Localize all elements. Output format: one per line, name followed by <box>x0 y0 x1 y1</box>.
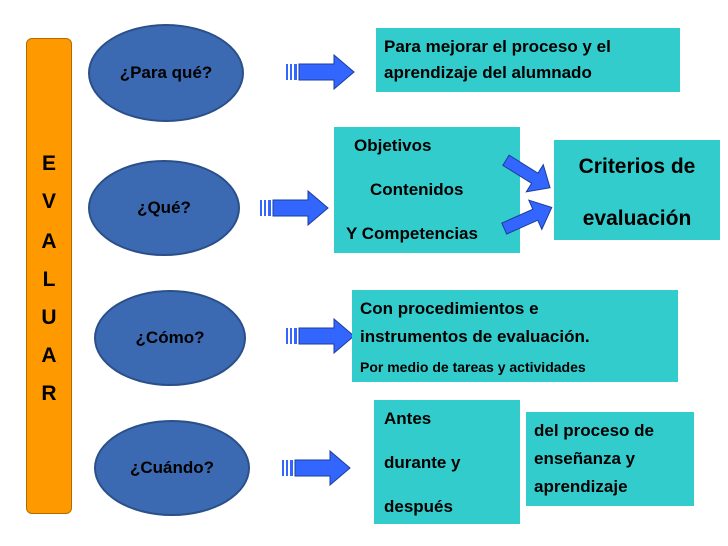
question-que-label: ¿Qué? <box>137 198 191 217</box>
answer-line: después <box>384 497 453 516</box>
answer-cuando-extra-box: del proceso de enseñanza y aprendizaje <box>526 412 694 506</box>
answer-line: aprendizaje <box>534 477 628 496</box>
answer-cuando-box: Antes durante y después <box>374 400 520 524</box>
question-cuando: ¿Cuándo? <box>94 420 250 516</box>
arrow-right-icon <box>286 54 355 90</box>
criterios-box: Criterios de evaluación <box>554 140 720 240</box>
answer-line: Para mejorar el proceso y el <box>384 37 611 56</box>
evaluar-letter: E <box>41 152 56 175</box>
evaluar-bar: E V A L U A R <box>26 38 72 514</box>
evaluar-letter: R <box>41 382 57 405</box>
question-cuando-label: ¿Cuándo? <box>129 458 215 477</box>
evaluar-letter: L <box>42 268 56 291</box>
answer-line: durante y <box>384 453 461 472</box>
answer-line: instrumentos de evaluación. <box>360 327 590 346</box>
evaluar-letter: U <box>41 306 57 329</box>
arrow-diagonal-up-icon <box>501 199 553 235</box>
answer-line: Y Competencias <box>346 224 478 243</box>
arrow-right-icon <box>260 190 329 226</box>
answer-line: del proceso de <box>534 421 654 440</box>
answer-que-box: Objetivos Contenidos Y Competencias <box>334 127 520 253</box>
question-para-que: ¿Para qué? <box>88 24 244 122</box>
question-para-que-label: ¿Para qué? <box>119 63 213 82</box>
answer-para-que-box: Para mejorar el proceso y el aprendizaje… <box>376 28 680 92</box>
answer-como-box: Con procedimientos e instrumentos de eva… <box>352 290 678 382</box>
criterios-line: evaluación <box>582 207 692 230</box>
answer-line: Objetivos <box>354 136 432 155</box>
evaluar-letter: A <box>41 344 57 367</box>
arrow-diagonal-down-icon <box>502 154 551 193</box>
evaluar-letter: V <box>41 190 56 213</box>
arrow-right-icon <box>286 318 355 354</box>
answer-line: Por medio de tareas y actividades <box>360 359 586 375</box>
answer-line: enseñanza y <box>534 449 636 468</box>
question-que: ¿Qué? <box>88 160 240 256</box>
answer-line: Antes <box>384 409 432 428</box>
answer-line: Contenidos <box>370 180 464 199</box>
answer-line: aprendizaje del alumnado <box>384 63 592 82</box>
criterios-line: Criterios de <box>578 155 696 178</box>
question-como: ¿Cómo? <box>94 290 246 386</box>
answer-line: Con procedimientos e <box>360 299 539 318</box>
evaluar-letter: A <box>41 230 57 253</box>
question-como-label: ¿Cómo? <box>135 328 205 347</box>
arrow-right-icon <box>282 450 351 486</box>
